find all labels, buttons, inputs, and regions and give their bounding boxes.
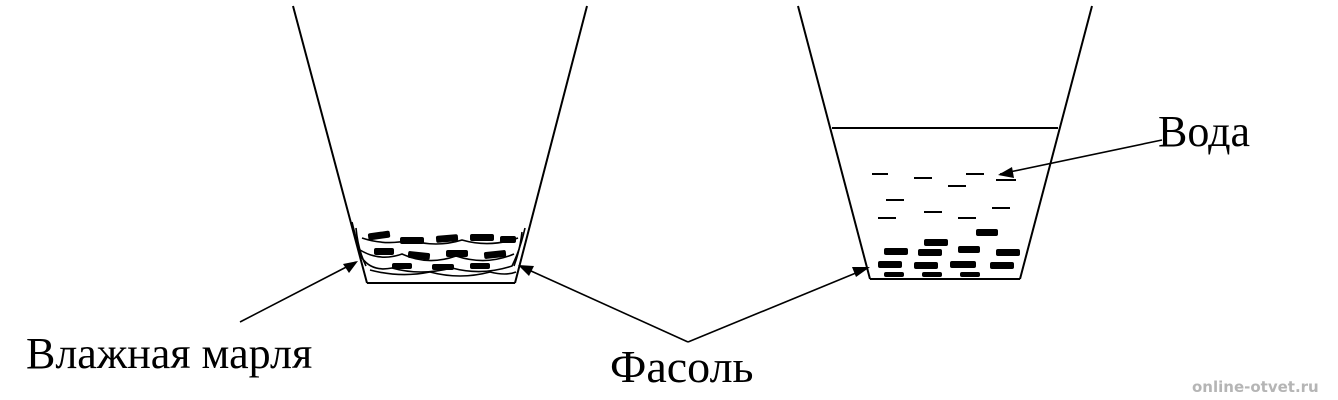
bean — [500, 236, 516, 243]
bean — [470, 234, 494, 241]
bean — [914, 262, 938, 269]
bean — [996, 249, 1020, 256]
bean — [922, 272, 942, 277]
gauze-label: Влажная марля — [26, 329, 313, 378]
bean — [374, 248, 394, 255]
left-beans — [367, 230, 516, 270]
water-arrowhead — [998, 167, 1014, 178]
bean — [367, 230, 391, 241]
water-label: Вода — [1158, 107, 1250, 156]
bean — [392, 263, 412, 269]
pointers — [239, 139, 1163, 343]
left-glass-right-wall — [514, 5, 588, 284]
bean — [400, 237, 424, 244]
bean — [884, 248, 908, 255]
bean — [960, 272, 980, 277]
bean — [435, 234, 459, 243]
beans-pointer-line-right — [687, 267, 869, 343]
water-pointer-line — [999, 139, 1163, 175]
water-dashes — [872, 173, 1016, 219]
bean — [407, 251, 431, 260]
bean — [483, 250, 507, 259]
bean — [918, 249, 942, 256]
beans-right-arrowhead — [852, 267, 870, 277]
bean — [990, 262, 1014, 269]
beans-left-arrowhead — [518, 265, 534, 276]
right-beans — [878, 229, 1020, 277]
bean — [878, 261, 902, 268]
gauze-arrowhead — [343, 261, 358, 273]
beans-pointer-line-left — [519, 265, 689, 343]
bean — [432, 264, 454, 270]
right-glass-right-wall — [1019, 5, 1093, 280]
left-glass-left-wall — [292, 5, 368, 284]
bean — [470, 263, 490, 269]
bean — [958, 246, 980, 253]
gauze-pointer-line — [239, 261, 357, 323]
bean — [884, 272, 904, 277]
bean — [950, 261, 976, 268]
bean — [924, 239, 948, 246]
watermark: online-otvet.ru — [1192, 378, 1319, 396]
arrowheads — [343, 167, 1014, 277]
wet-gauze — [351, 221, 526, 277]
beans-label: Фасоль — [610, 341, 754, 392]
right-glass — [797, 5, 1093, 280]
right-glass-left-wall — [797, 5, 871, 280]
bean — [976, 229, 998, 236]
bean — [446, 250, 468, 257]
left-glass — [292, 5, 588, 284]
